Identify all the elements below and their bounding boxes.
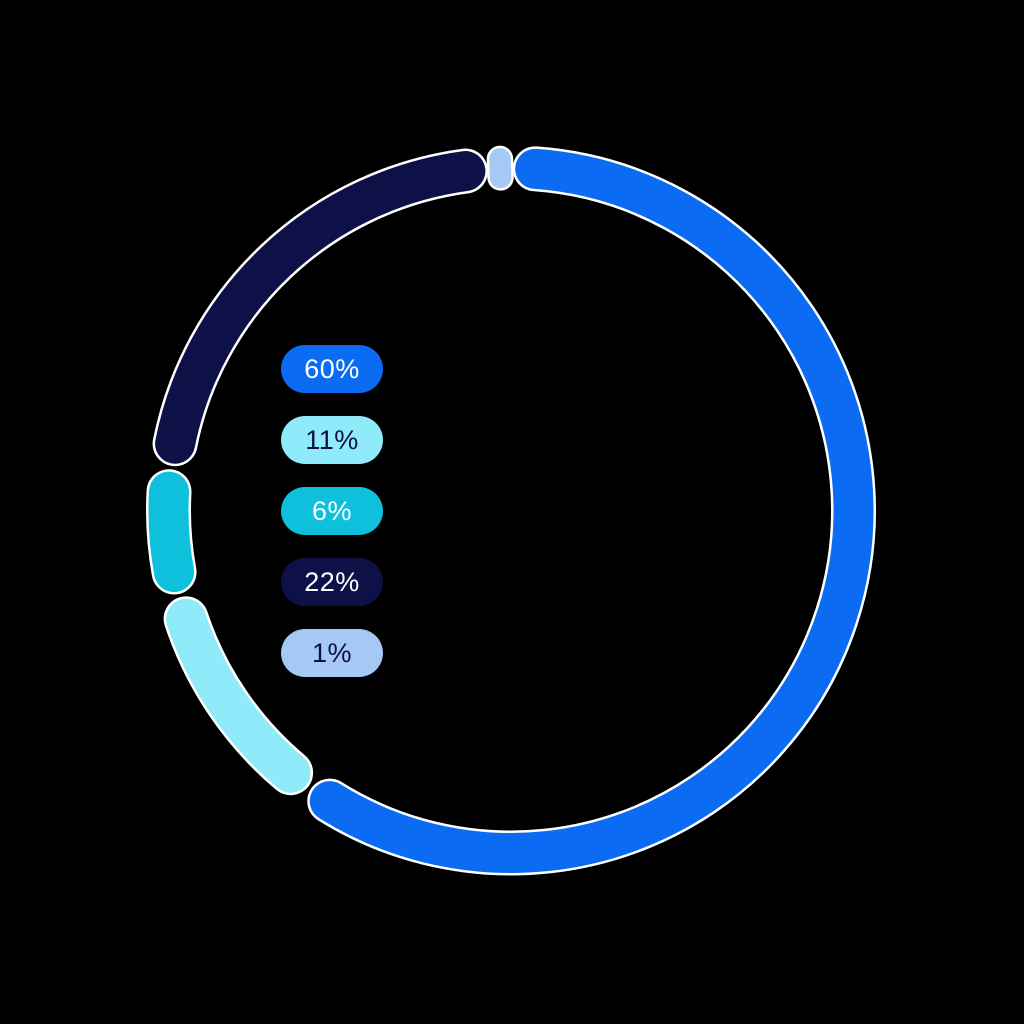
legend-pill-1: 60% [281,345,383,393]
legend-pill-2: 11% [281,416,383,464]
legend-pill-4: 22% [281,558,383,606]
legend-pill-3-label: 6% [311,495,353,526]
ring-segment-2 [166,598,311,793]
legend-pill-5-label: 1% [311,637,353,668]
ring-segment-5 [489,148,512,189]
ring-segment-1 [309,148,874,873]
legend-pill-1-label: 60% [304,353,360,384]
legend-pill-4-label: 22% [304,566,360,597]
legend-pill-5: 1% [281,629,383,677]
ring-segment-4 [155,151,486,464]
legend-pill-2-label: 11% [305,424,359,455]
ring-segment-3 [148,471,195,593]
legend-pill-3: 6% [281,487,383,535]
